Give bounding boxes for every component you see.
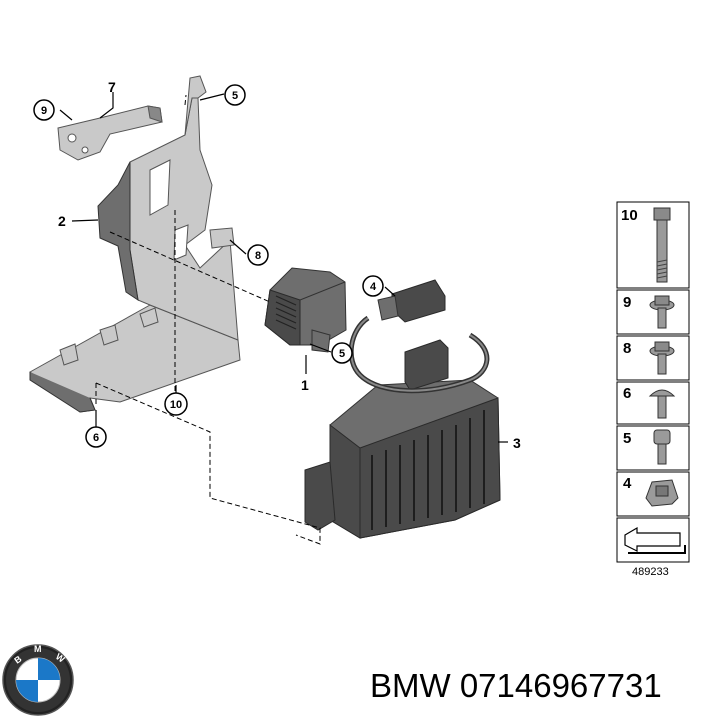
- legend-row-4: 4: [616, 471, 690, 517]
- flange-bolt-icon: [649, 341, 675, 375]
- callout-2: 2: [58, 213, 66, 229]
- bmw-logo: B M W: [2, 644, 74, 716]
- legend-row-6-label: 6: [623, 385, 631, 402]
- callout-1-label: 1: [301, 377, 309, 393]
- legend-arrow-box: [616, 517, 690, 563]
- legend-row-5: 5: [616, 425, 690, 471]
- legend-row-10: 10: [616, 201, 690, 289]
- fastener-legend: 10 9: [616, 201, 690, 578]
- callout-9: 9: [33, 99, 55, 121]
- part-number-title: BMW 07146967731: [370, 667, 662, 704]
- svg-text:M: M: [34, 644, 42, 654]
- legend-row-10-label: 10: [621, 207, 638, 224]
- callout-5-mid: 5: [331, 342, 353, 364]
- callout-7-label: 7: [108, 79, 116, 95]
- callout-8-label: 8: [255, 250, 261, 262]
- bracket-part-2: [29, 75, 241, 413]
- callout-8: 8: [247, 244, 269, 266]
- flange-bolt-icon: [649, 295, 675, 329]
- callout-1: 1: [301, 377, 309, 393]
- callout-4: 4: [362, 275, 384, 297]
- round-head-screw-icon: [648, 389, 676, 419]
- callout-5-top-label: 5: [232, 90, 238, 102]
- legend-row-8: 8: [616, 335, 690, 381]
- legend-row-6: 6: [616, 381, 690, 425]
- legend-row-9-label: 9: [623, 294, 631, 311]
- reference-number: 489233: [632, 566, 669, 578]
- legend-row-9: 9: [616, 289, 690, 335]
- callout-5-top: 5: [224, 84, 246, 106]
- callout-7: 7: [108, 79, 116, 95]
- long-bolt-icon: [653, 207, 671, 283]
- callout-10: 10: [164, 392, 188, 416]
- callout-5-mid-label: 5: [339, 348, 345, 360]
- legend-row-8-label: 8: [623, 340, 631, 357]
- svg-text:B: B: [12, 653, 23, 665]
- legend-row-5-label: 5: [623, 430, 631, 447]
- socket-head-bolt-icon: [653, 429, 671, 465]
- strap-part-7: [57, 105, 163, 161]
- assembly-lines: [95, 94, 321, 545]
- callout-6-label: 6: [93, 432, 99, 444]
- legend-row-4-label: 4: [623, 475, 632, 492]
- callout-3: 3: [513, 435, 521, 451]
- direction-arrow-icon: [624, 526, 681, 552]
- callout-3-label: 3: [513, 435, 521, 451]
- callout-9-label: 9: [41, 105, 47, 117]
- callout-2-label: 2: [58, 213, 66, 229]
- callout-10-label: 10: [170, 399, 182, 411]
- callout-6: 6: [85, 426, 107, 448]
- callout-4-label: 4: [370, 281, 377, 293]
- leader-lines: [59, 92, 508, 443]
- relay-part-1: [264, 267, 347, 353]
- clip-nut-icon: [645, 479, 679, 507]
- control-unit-part-3: [304, 279, 501, 539]
